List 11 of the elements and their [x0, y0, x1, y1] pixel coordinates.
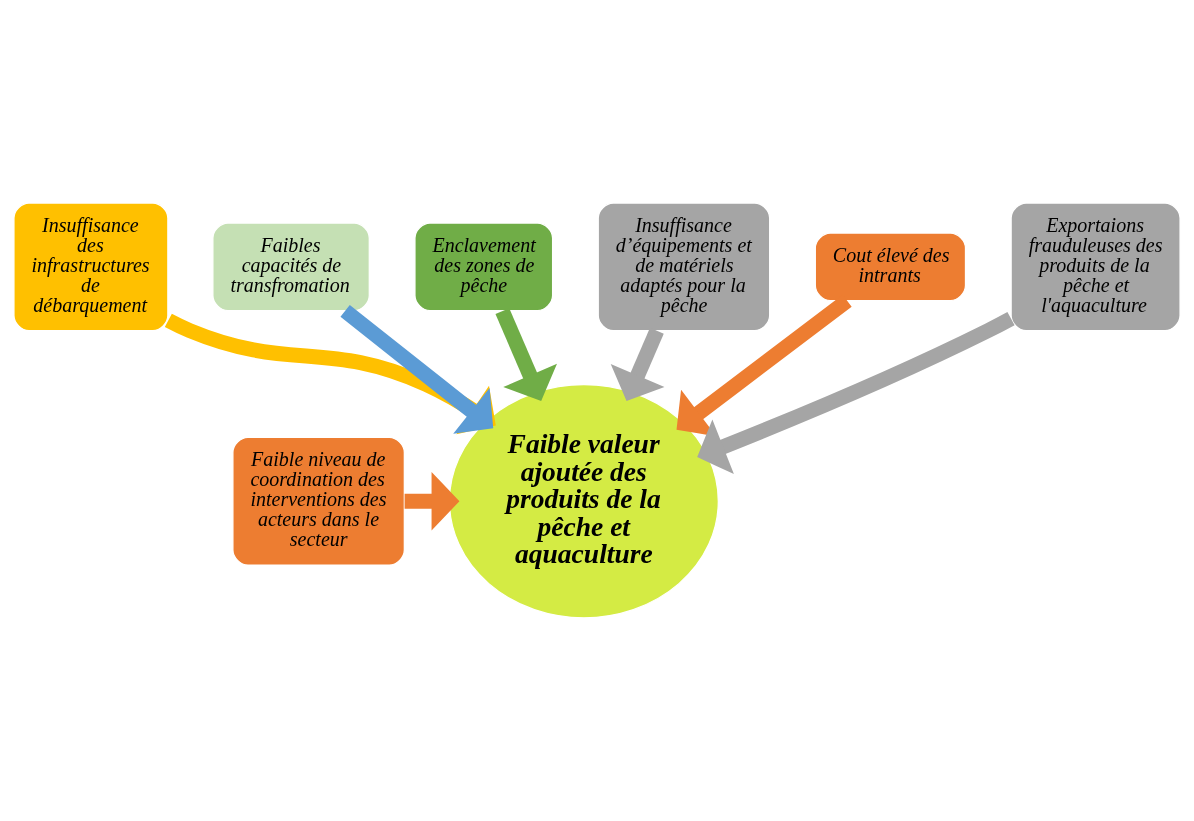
- arrow: [610, 327, 665, 402]
- node-box: Cout élevé des intrants: [814, 232, 967, 302]
- arrow: [495, 308, 557, 402]
- node-box: Faibles capacités de transfromation: [212, 222, 370, 312]
- arrow: [404, 471, 460, 531]
- node-box: Faible niveau de coordination des interventions des acteurs dans le secteur: [232, 436, 405, 566]
- node-box: Insuffisance d’équipements et de matériels adaptés pour la pêche: [597, 202, 771, 332]
- node-box: Insuffisance des infrastructures de débarquement: [13, 202, 169, 332]
- node-box: Exportaions frauduleuses des produits de la pêche et l'aquaculture: [1010, 202, 1181, 332]
- arrow: [697, 312, 1015, 475]
- node-box: Enclavement des zones de pêche: [414, 222, 554, 312]
